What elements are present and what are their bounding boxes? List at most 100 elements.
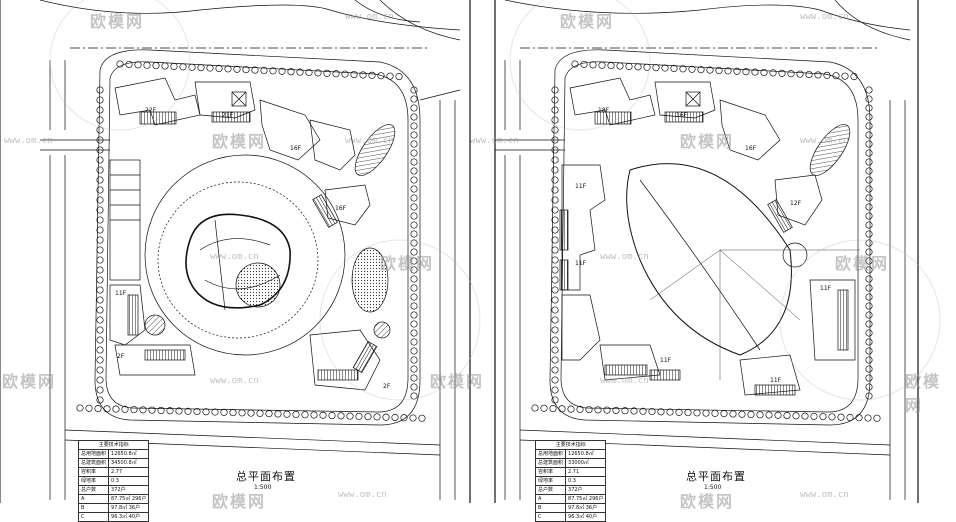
building-11f-east: [809, 279, 856, 361]
tree-symbol: [256, 409, 264, 417]
tree-symbol: [410, 167, 418, 175]
building-11f-south-b: [739, 354, 801, 396]
tree-symbol: [571, 60, 579, 68]
tree-symbol: [684, 409, 692, 417]
floor-label: 16F: [290, 145, 302, 152]
tree-symbol: [702, 409, 710, 417]
tree-symbol: [350, 70, 358, 79]
tree-symbol: [96, 176, 104, 184]
tree-symbol: [96, 186, 104, 194]
tree-symbol: [865, 239, 873, 247]
watermark-brand: 欧模网: [560, 12, 615, 31]
tree-symbol: [96, 156, 104, 164]
tree-symbol: [410, 284, 418, 292]
tree-symbol: [410, 248, 418, 256]
building-core: [685, 91, 701, 107]
tree-symbol: [865, 167, 873, 175]
site-axis-lines: [649, 249, 860, 380]
tree-symbol: [305, 68, 313, 77]
watermark-ring: [319, 239, 481, 401]
floor-label: 11F: [575, 260, 587, 267]
top-right-road: [379, 0, 461, 41]
tree-symbol: [865, 140, 873, 148]
table-key: 容积率: [534, 467, 567, 477]
tree-symbol: [410, 185, 418, 193]
left-sheet-title: 总平面布置: [236, 470, 296, 483]
tree-symbol: [410, 212, 418, 220]
table-key: B: [77, 503, 110, 513]
watermark-brand: 欧模网: [212, 492, 267, 511]
tree-symbol: [729, 410, 737, 418]
tree-symbol: [657, 408, 665, 416]
tree-symbol: [551, 236, 559, 244]
table-key: 容积率: [77, 467, 110, 477]
tree-symbol: [215, 64, 223, 73]
tree-symbol: [865, 275, 873, 283]
floor-label: 2F: [383, 383, 391, 390]
table-value: 372户: [108, 485, 150, 495]
tree-symbol: [865, 293, 873, 301]
tree-symbol: [188, 63, 196, 71]
tree-symbol: [368, 71, 376, 79]
building-16f-a: [654, 81, 716, 119]
tree-symbol: [551, 286, 559, 294]
tree-symbol: [630, 407, 638, 415]
tree-symbol: [247, 409, 255, 417]
building-2f-right-stair-2: [352, 341, 378, 373]
tree-symbol: [410, 131, 418, 139]
tree-symbol: [166, 407, 174, 415]
table-header: 主要技术指标: [534, 440, 607, 450]
tree-symbol: [410, 221, 418, 229]
tree-symbol: [175, 407, 183, 415]
watermark-url: www.om.cn: [210, 252, 259, 262]
tree-symbol: [551, 86, 559, 94]
tree-symbol: [410, 257, 418, 265]
watermark-ring: [509, 0, 651, 131]
floor-label: 2F: [117, 353, 125, 360]
tree-symbol: [170, 62, 178, 70]
tree-symbol: [865, 158, 873, 166]
building-12f-stair: [767, 199, 793, 233]
tree-symbol: [747, 410, 755, 419]
tree-symbol: [865, 257, 873, 265]
tree-symbol: [865, 203, 873, 211]
tree-symbol: [96, 136, 104, 144]
floor-label: 11F: [770, 377, 782, 384]
tree-symbol: [616, 62, 624, 70]
tree-symbol: [233, 65, 241, 73]
tree-symbol: [96, 126, 104, 134]
right-sheet-scale: 1:500: [704, 484, 722, 491]
tree-symbol: [837, 413, 845, 421]
tree-symbol: [551, 226, 559, 234]
tree-symbol: [865, 212, 873, 220]
tree-symbol: [855, 414, 863, 422]
tree-symbol: [395, 73, 403, 81]
tree-symbol: [274, 410, 282, 418]
building-west-stair-b: [559, 259, 569, 291]
tree-symbol: [346, 412, 354, 420]
watermark-rings: [49, 0, 941, 401]
tree-symbol: [410, 230, 418, 238]
central-plaza: [235, 262, 281, 308]
tree-symbol: [865, 284, 873, 292]
tree-symbol: [551, 316, 559, 324]
building-21f-core: [231, 91, 247, 107]
tree-symbol: [373, 413, 381, 421]
tree-symbol: [410, 320, 418, 328]
site-inner-road: [560, 61, 859, 413]
tree-symbol: [832, 72, 840, 80]
tree-symbol: [551, 256, 559, 264]
table-key: A: [77, 494, 110, 504]
tree-symbol: [738, 410, 746, 418]
tree-symbol: [796, 70, 804, 78]
west-access: [40, 139, 110, 151]
floor-label: 18F: [598, 107, 610, 114]
tree-symbol: [865, 392, 873, 400]
tree-symbol: [769, 69, 777, 77]
tree-symbol: [675, 408, 683, 416]
tree-symbol: [864, 414, 872, 422]
building-11f: [109, 284, 146, 346]
table-header: 主要技术指标: [77, 440, 150, 450]
